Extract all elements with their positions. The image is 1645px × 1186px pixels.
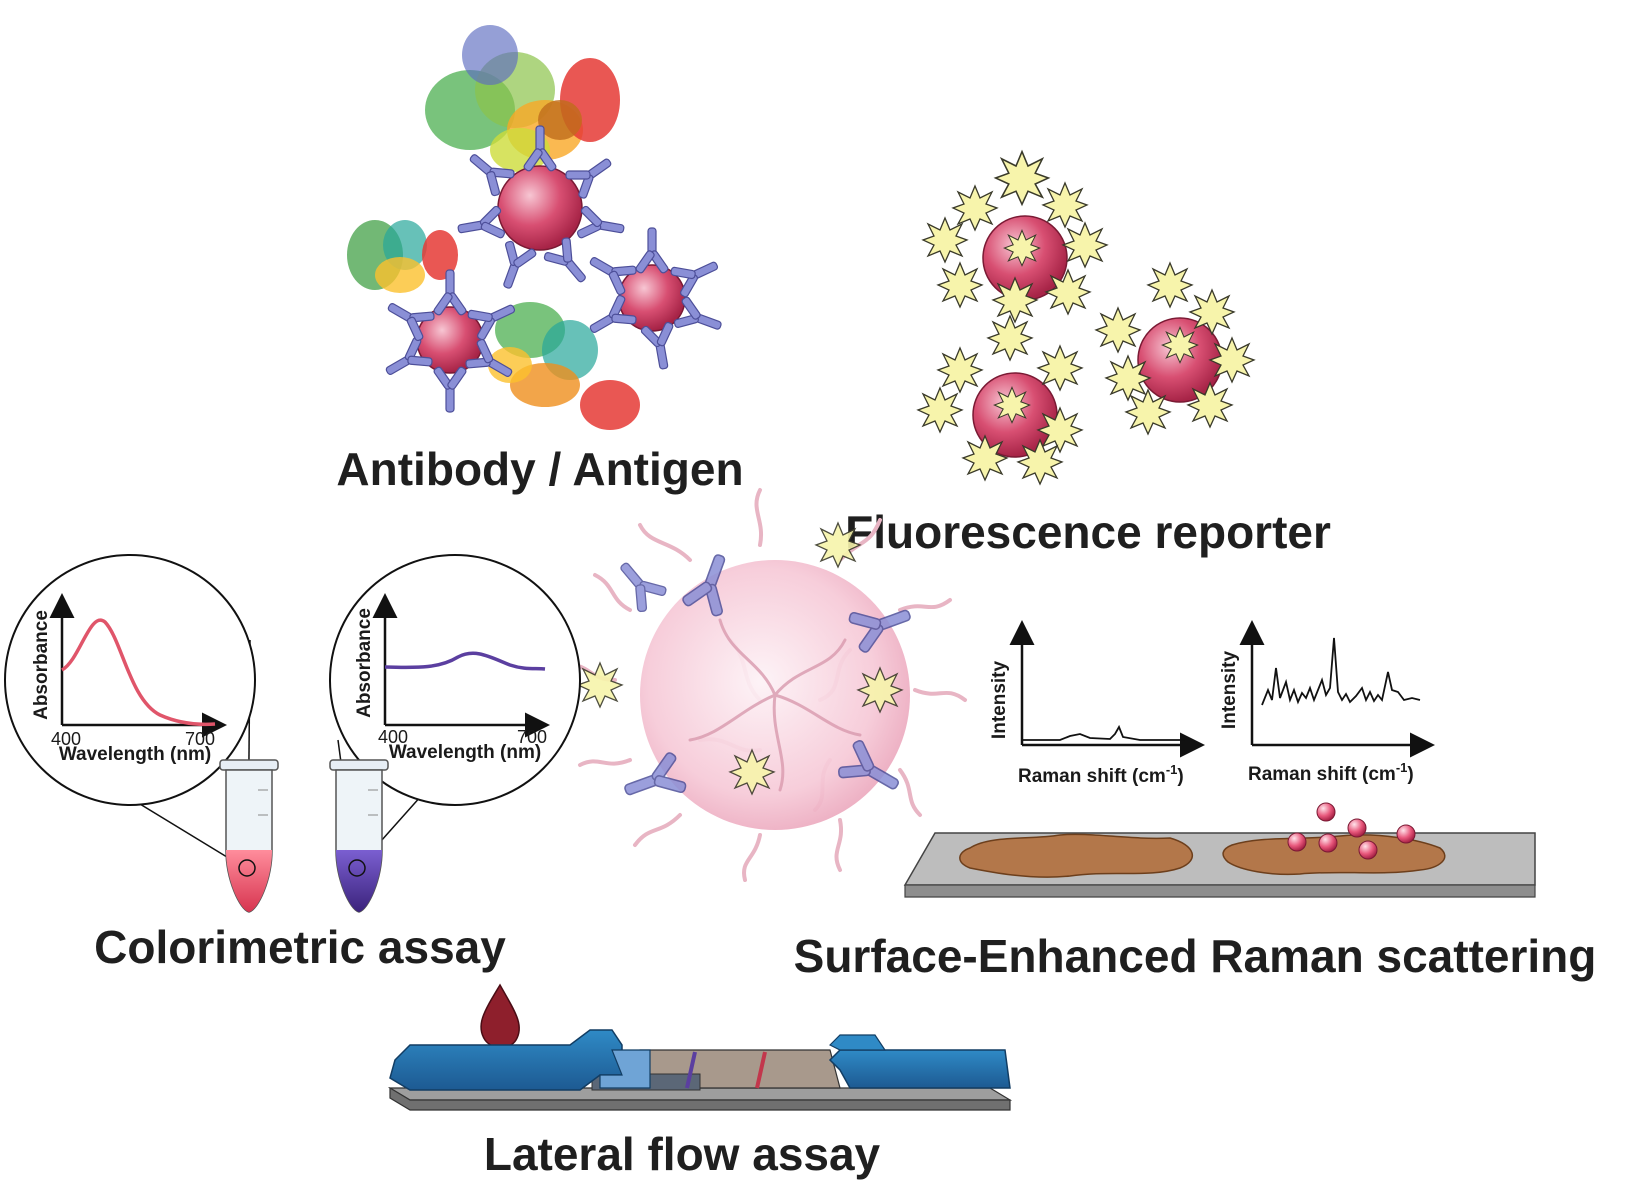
red-plot-ylabel: Absorbance	[31, 610, 52, 720]
raman-high-ylabel: Intensity	[1219, 651, 1240, 730]
lateral-flow-strip	[387, 1029, 1013, 1111]
purple-absorbance-plot: Absorbance 400 700 Wavelength (nm)	[354, 593, 550, 763]
central-multifunctional-nanoparticle	[568, 488, 967, 882]
raman-plot-high: Intensity Raman shift (cm-1)	[1219, 620, 1435, 785]
sers-illustration: Intensity Raman shift (cm-1) Intensity R…	[903, 620, 1536, 898]
antibody-antigen-illustration	[347, 25, 727, 430]
raman-low-ylabel: Intensity	[989, 661, 1010, 740]
purple-sample-tube	[329, 759, 389, 913]
raman-plot-low: Intensity Raman shift (cm-1)	[989, 620, 1205, 787]
purple-plot-xlabel: Wavelength (nm)	[389, 742, 541, 763]
fluorescence-reporter-illustration	[917, 150, 1255, 485]
red-absorbance-curve	[60, 618, 216, 727]
purple-plot-ylabel: Absorbance	[354, 608, 375, 718]
raman-spectrum-low	[1022, 724, 1185, 741]
red-sample-tube	[219, 759, 279, 913]
test-line	[755, 1051, 767, 1089]
control-line	[685, 1051, 697, 1089]
raman-high-xlabel: Raman shift (cm-1)	[1248, 760, 1414, 785]
red-plot-xmin: 400	[51, 729, 81, 749]
raman-spectrum-high	[1261, 637, 1421, 706]
tissue-sample-right	[1222, 834, 1446, 876]
sers-label: Surface-Enhanced Raman scattering	[794, 930, 1597, 982]
red-plot-xmax: 700	[185, 729, 215, 749]
purple-plot-xmin: 400	[378, 727, 408, 747]
lateral-flow-label: Lateral flow assay	[484, 1128, 881, 1180]
blood-drop	[480, 983, 520, 1049]
antigen-protein-cluster-bottom	[488, 302, 640, 430]
red-plot-xlabel: Wavelength (nm)	[59, 744, 211, 765]
fluorescence-reporter-label: Fluorescence reporter	[845, 506, 1331, 558]
colorimetric-assay-label: Colorimetric assay	[94, 921, 506, 973]
raman-low-xlabel: Raman shift (cm-1)	[1018, 762, 1184, 787]
sers-nanoparticle-beads	[1287, 802, 1416, 860]
lateral-flow-illustration	[387, 983, 1013, 1111]
fluorophore-stars	[917, 150, 1255, 485]
absorbent-pad	[828, 1049, 1011, 1089]
tissue-sample-left	[959, 833, 1193, 878]
red-absorbance-plot: Absorbance 400 700 Wavelength (nm)	[31, 593, 227, 765]
antigen-protein-cluster-top	[425, 25, 620, 172]
antigen-protein-cluster-left	[347, 220, 458, 293]
antibody-antigen-label: Antibody / Antigen	[336, 443, 743, 495]
colorimetric-assay-illustration: Absorbance 400 700 Wavelength (nm) Absor…	[4, 554, 581, 913]
purple-absorbance-curve	[384, 651, 546, 671]
purple-plot-xmax: 700	[517, 727, 547, 747]
conjugate-pad	[599, 1049, 651, 1089]
